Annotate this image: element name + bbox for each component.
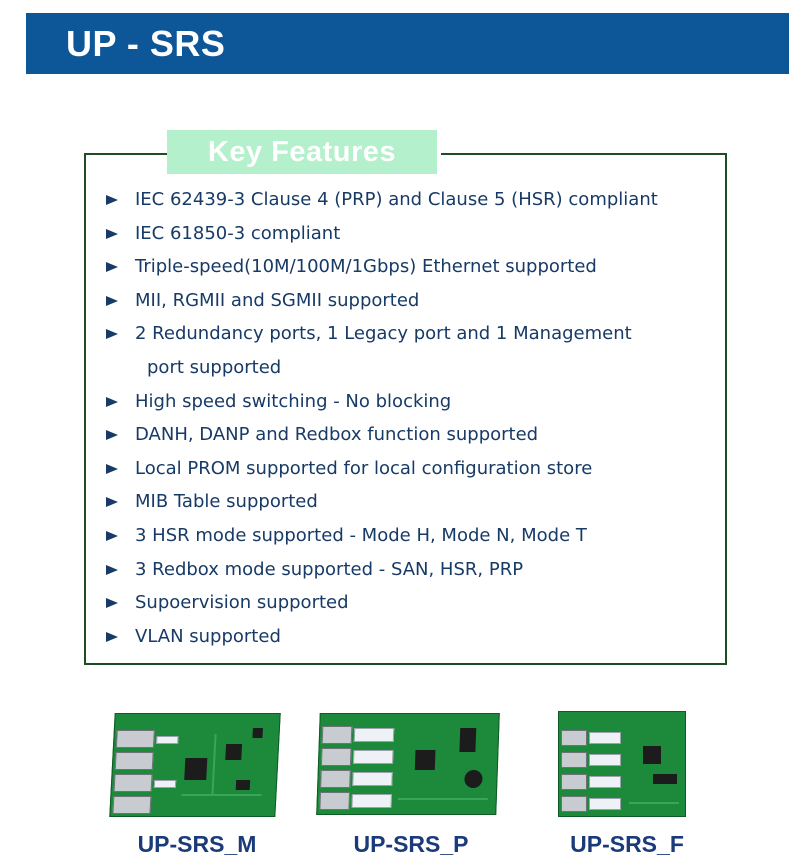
ethernet-port-icon	[561, 730, 587, 746]
feature-text: 3 HSR mode supported - Mode H, Mode N, M…	[135, 524, 587, 546]
feature-text: MIB Table supported	[135, 491, 318, 513]
circuit-trace	[397, 798, 488, 800]
chip-icon	[464, 770, 483, 788]
bullet-arrow-icon	[106, 430, 118, 441]
feature-list: IEC 62439-3 Clause 4 (PRP) and Clause 5 …	[106, 183, 716, 653]
chip-icon	[235, 780, 251, 790]
sfp-module-icon	[589, 754, 621, 766]
feature-text: DANH, DANP and Redbox function supported	[135, 424, 539, 446]
feature-item: IEC 62439-3 Clause 4 (PRP) and Clause 5 …	[106, 183, 716, 217]
ethernet-port-icon	[114, 752, 154, 770]
chip-icon	[653, 774, 677, 784]
chip-icon	[225, 744, 243, 760]
feature-text-continuation: port supported	[147, 356, 282, 378]
bullet-arrow-icon	[106, 195, 118, 205]
key-features-box	[84, 153, 727, 665]
circuit-board-image	[109, 713, 281, 817]
sfp-module-icon	[352, 772, 393, 786]
page-title: UP - SRS	[66, 23, 226, 64]
bullet-arrow-icon	[106, 262, 118, 273]
bullet-arrow-icon	[106, 228, 118, 239]
feature-text: Supoervision supported	[135, 592, 349, 614]
feature-text: VLAN supported	[135, 625, 281, 647]
ethernet-port-icon	[115, 730, 155, 748]
sfp-module-icon	[589, 776, 621, 788]
feature-item: High speed switching - No blocking	[106, 385, 716, 419]
circuit-trace	[629, 802, 679, 804]
circuit-board-image	[316, 713, 500, 815]
feature-text: High speed switching - No blocking	[135, 390, 452, 412]
ethernet-port-icon	[561, 752, 587, 768]
sfp-module-icon	[153, 780, 177, 788]
feature-item: 2 Redundancy ports, 1 Legacy port and 1 …	[106, 317, 716, 384]
ethernet-port-icon	[320, 770, 351, 788]
feature-item: Local PROM supported for local configura…	[106, 452, 716, 486]
ethernet-port-icon	[319, 792, 351, 810]
sfp-module-icon	[589, 732, 621, 744]
feature-item: 3 Redbox mode supported - SAN, HSR, PRP	[106, 553, 716, 587]
bullet-arrow-icon	[106, 295, 118, 306]
feature-item: VLAN supported	[106, 620, 716, 654]
bullet-arrow-icon	[106, 463, 118, 474]
chip-icon	[252, 728, 263, 738]
bullet-arrow-icon	[106, 598, 118, 609]
ethernet-port-icon	[320, 748, 352, 766]
chip-icon	[459, 728, 477, 752]
ethernet-port-icon	[112, 796, 152, 814]
bullet-arrow-icon	[106, 631, 118, 642]
feature-item: IEC 61850-3 compliant	[106, 217, 716, 251]
product-caption: UP-SRS_P	[353, 831, 469, 857]
sfp-module-icon	[353, 750, 394, 764]
feature-text: MII, RGMII and SGMII supported	[135, 289, 420, 311]
bullet-arrow-icon	[106, 396, 118, 407]
circuit-trace	[181, 794, 262, 796]
key-features-label-wrap: Key Features	[167, 130, 441, 174]
sfp-module-icon	[351, 794, 392, 808]
chip-icon	[184, 758, 208, 780]
feature-text: IEC 62439-3 Clause 4 (PRP) and Clause 5 …	[135, 189, 658, 210]
feature-item: DANH, DANP and Redbox function supported	[106, 418, 716, 452]
bullet-arrow-icon	[106, 564, 118, 575]
feature-item: Triple-speed(10M/100M/1Gbps) Ethernet su…	[106, 250, 716, 284]
feature-text: 2 Redundancy ports, 1 Legacy port and 1 …	[135, 323, 632, 345]
sfp-module-icon	[156, 736, 179, 744]
chip-icon	[414, 750, 436, 770]
bullet-arrow-icon	[106, 497, 118, 508]
feature-text: Local PROM supported for local configura…	[135, 457, 593, 479]
feature-item: MIB Table supported	[106, 485, 716, 519]
ethernet-port-icon	[321, 726, 353, 744]
ethernet-port-icon	[561, 796, 587, 812]
product-caption: UP-SRS_M	[137, 831, 257, 857]
bullet-arrow-icon	[106, 329, 118, 340]
sfp-module-icon	[589, 798, 621, 810]
circuit-board-image	[558, 711, 686, 817]
feature-text: 3 Redbox mode supported - SAN, HSR, PRP	[135, 558, 524, 580]
feature-text: Triple-speed(10M/100M/1Gbps) Ethernet su…	[135, 256, 597, 278]
feature-item: Supoervision supported	[106, 586, 716, 620]
product-caption: UP-SRS_F	[570, 831, 684, 857]
ethernet-port-icon	[113, 774, 153, 792]
sfp-module-icon	[353, 728, 395, 742]
circuit-trace	[211, 734, 217, 794]
bullet-arrow-icon	[106, 530, 118, 541]
feature-item: 3 HSR mode supported - Mode H, Mode N, M…	[106, 519, 716, 553]
key-features-label: Key Features	[167, 130, 437, 174]
feature-text: IEC 61850-3 compliant	[135, 222, 341, 244]
chip-icon	[643, 746, 661, 764]
header-bar: UP - SRS	[26, 13, 789, 74]
ethernet-port-icon	[561, 774, 587, 790]
feature-item: MII, RGMII and SGMII supported	[106, 284, 716, 318]
